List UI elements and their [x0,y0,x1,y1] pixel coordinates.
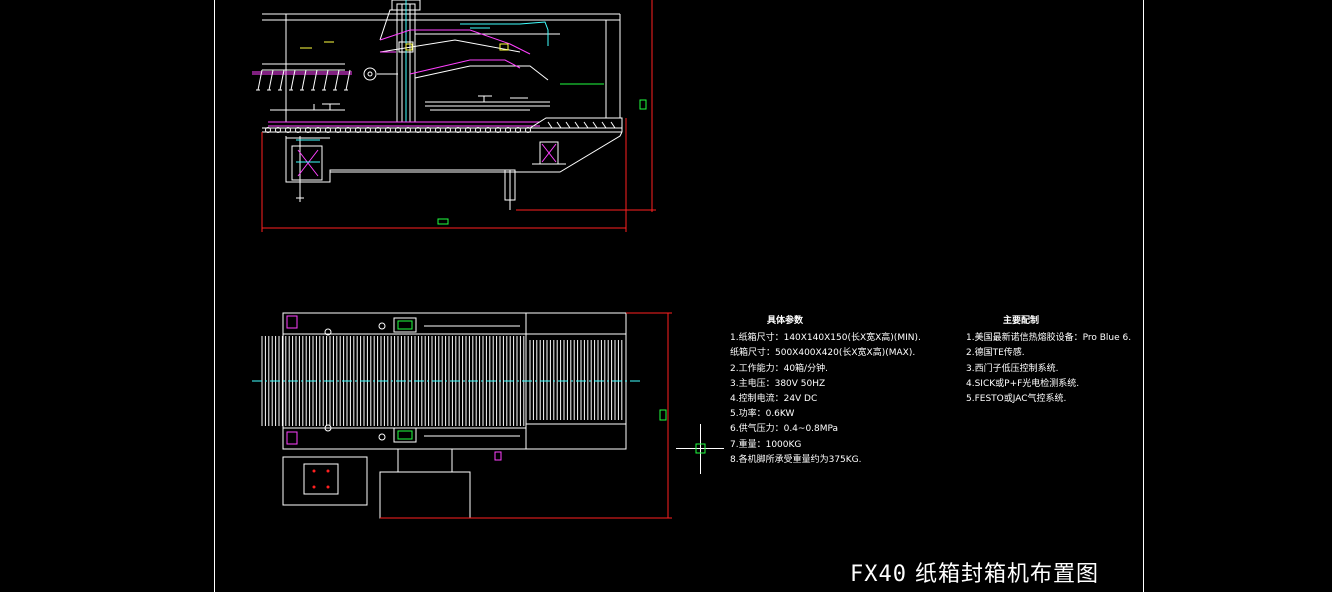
spec-parameter-line: 4.控制电流：24V DC [730,394,818,405]
drawing-frame [214,0,1144,592]
spec-parameter-line: 5.功率：0.6KW [730,409,795,420]
spec-parameter-line: 3.主电压：380V 50HZ [730,378,826,389]
spec-parameter-line: 6.供气压力：0.4~0.8MPa [730,424,839,435]
drawing-title: FX40 纸箱封箱机布置图 [850,556,1099,588]
spec-parameter-line: 1.纸箱尺寸：140X140X150(长X宽X高)(MIN). [730,333,921,344]
spec-parameter-line: 7.重量：1000KG [730,439,802,450]
flap-paddles [256,69,351,91]
spec-parameters-heading: 具体参数 [766,316,803,326]
drawing-title-name: 纸箱封箱机布置图 [914,562,1099,587]
spec-configuration-line: 3.西门子低压控制系统. [966,363,1059,374]
conveyor-rollers [265,121,616,133]
side-elevation-view [252,0,656,232]
spec-configuration-line: 1.美国最新诺信热熔胶设备：Pro Blue 6. [966,333,1132,344]
spec-parameter-line: 2.工作能力：40箱/分钟. [730,363,828,374]
drawing-title-model: FX40 [850,562,907,587]
spec-configuration-list: 1.美国最新诺信热熔胶设备：Pro Blue 6. 2.德国TE传感. 3.西门子低… [966,331,1156,407]
spec-parameters-list: 1.纸箱尺寸：140X140X150(长X宽X高)(MIN). 纸箱尺寸：500… [730,331,950,468]
spec-configuration-line: 4.SICK或P+F光电检测系统. [966,378,1080,389]
conveyor-slats-outfeed [529,340,623,420]
spec-parameter-line: 8.各机脚所承受重量约为375KG. [730,454,862,465]
plan-view [252,312,724,519]
spec-configuration-line: 5.FESTO或JAC气控系统. [966,394,1067,405]
spec-configuration-line: 2.德国TE传感. [966,348,1025,359]
spec-parameter-line: 纸箱尺寸：500X400X420(长X宽X高)(MAX). [730,348,916,359]
spec-configuration-heading: 主要配制 [1002,316,1039,326]
spec-configuration: 主要配制 1.美国最新诺信热熔胶设备：Pro Blue 6. 2.德国TE传感. 3… [966,314,1156,407]
spec-parameters: 具体参数 1.纸箱尺寸：140X140X150(长X宽X高)(MIN). 纸箱尺… [730,314,950,468]
